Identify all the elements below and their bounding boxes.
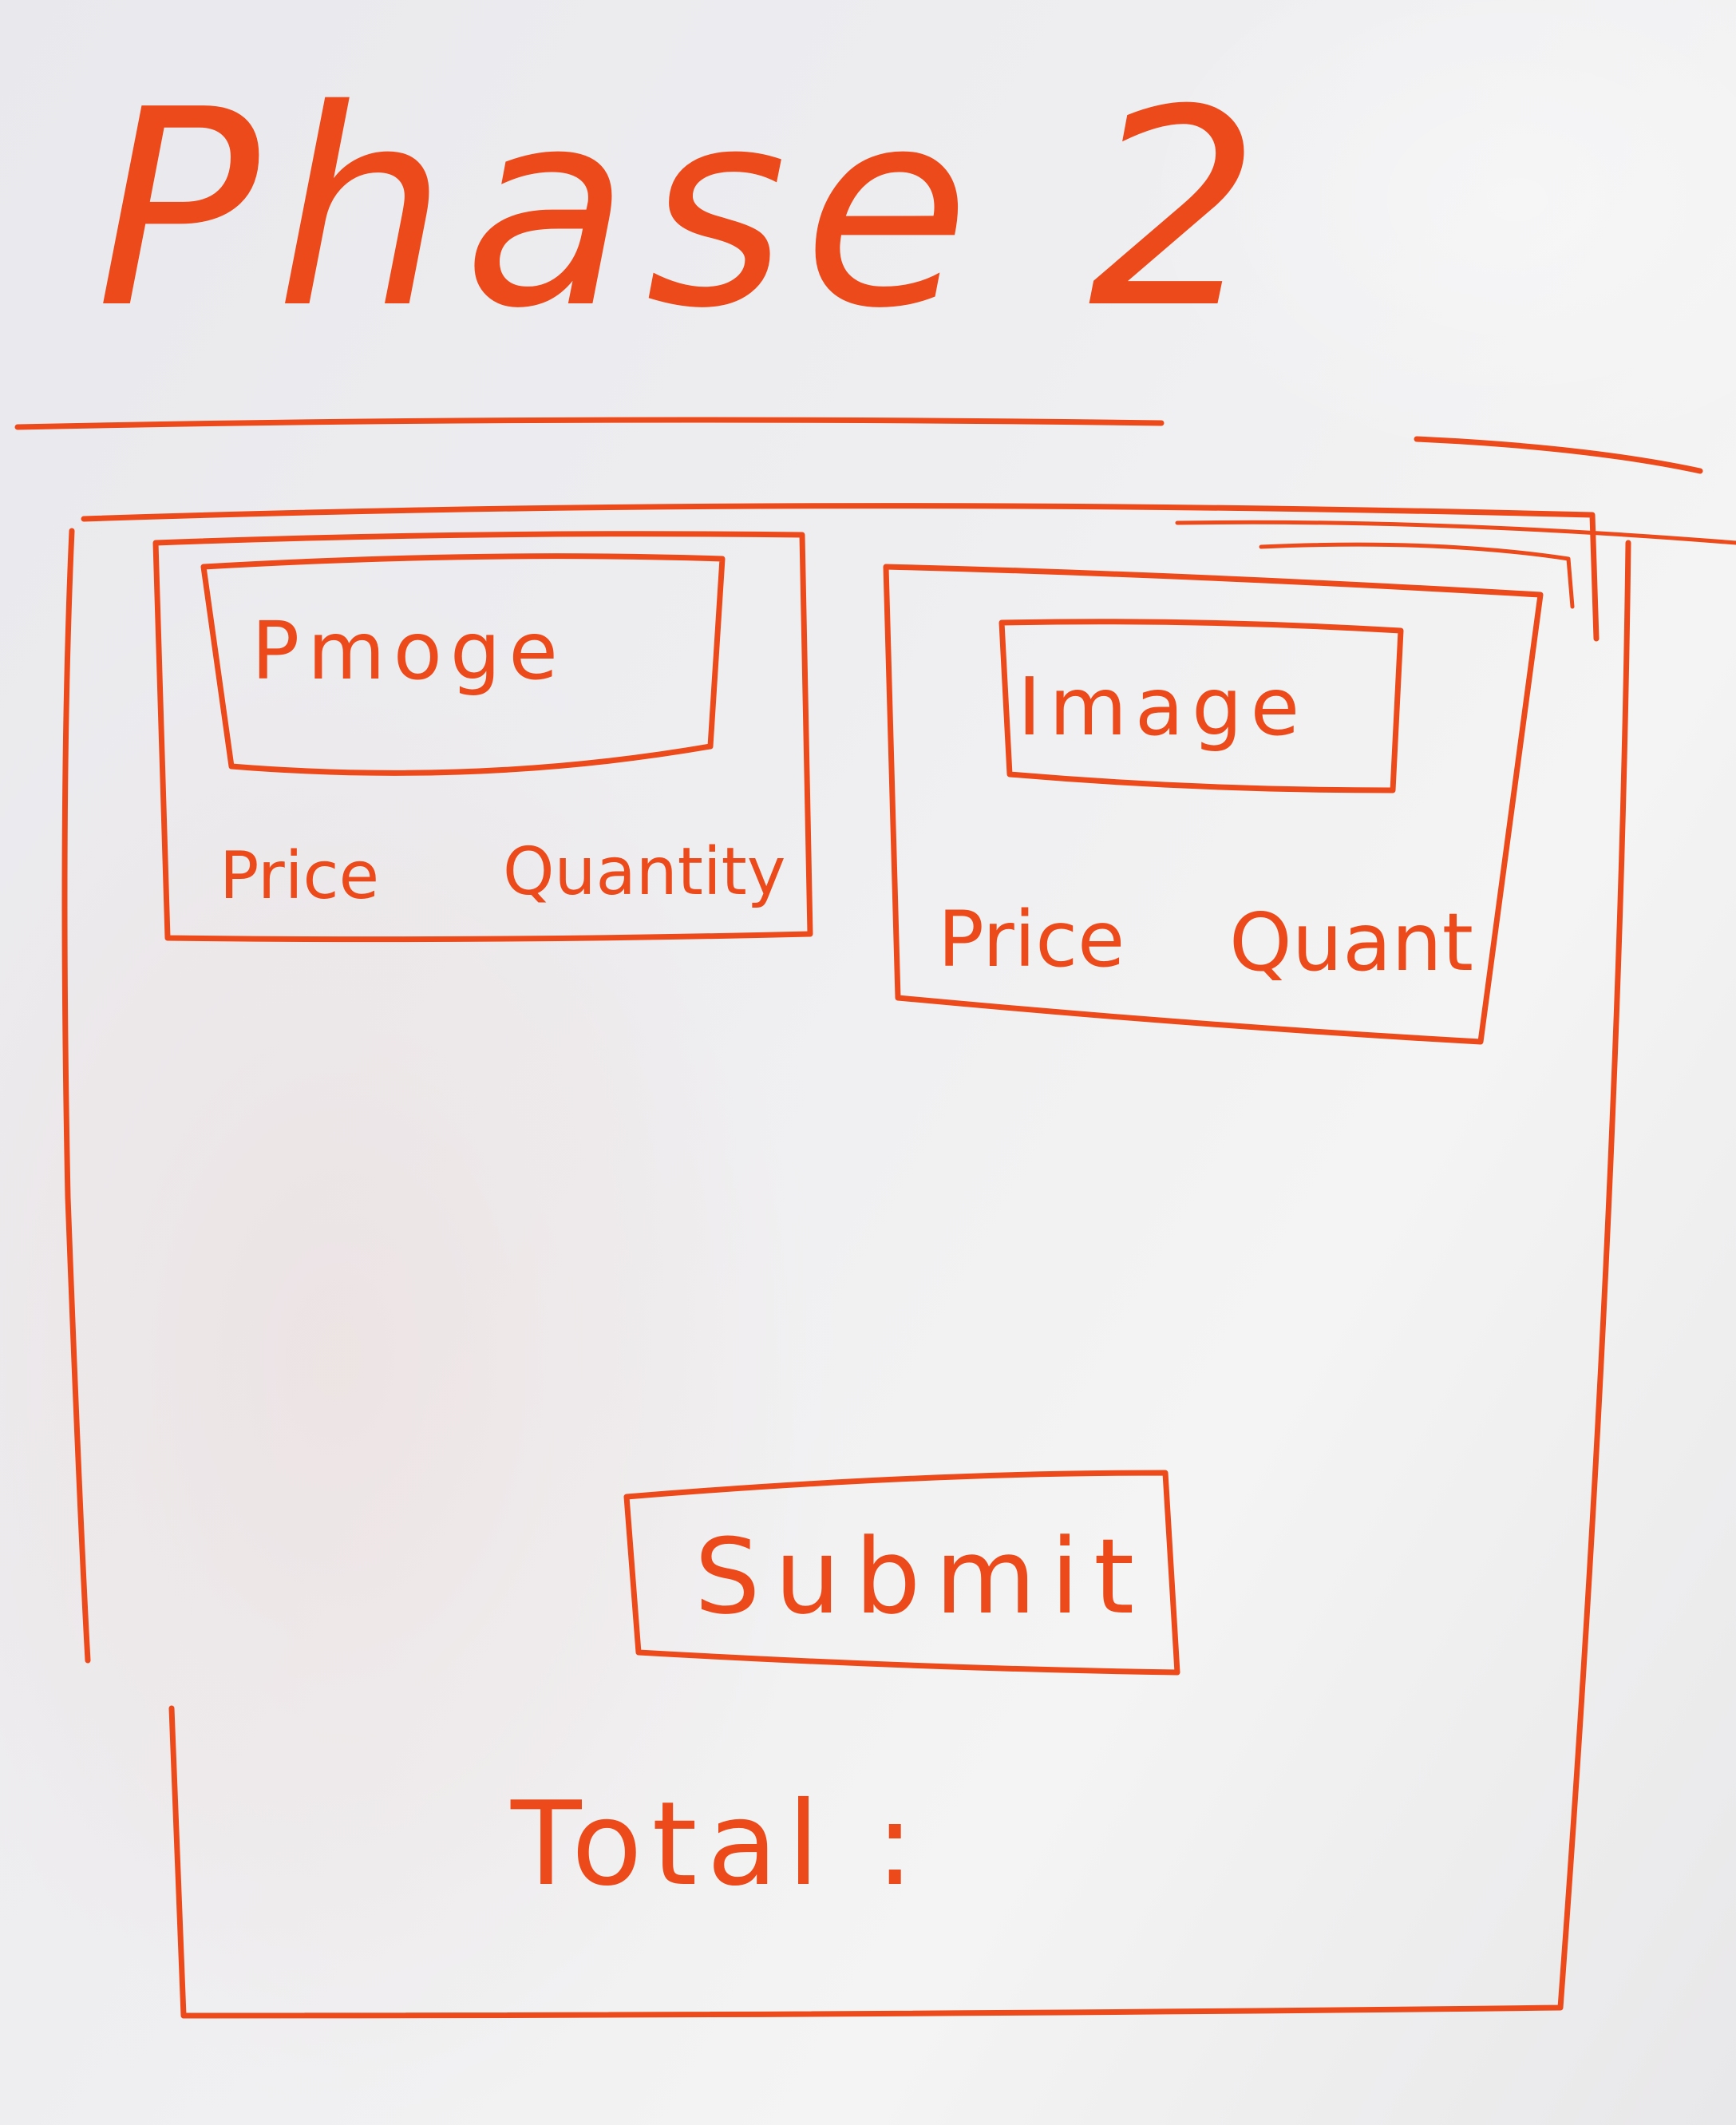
header-divider-right — [1414, 436, 1703, 474]
image-label-1: Pmoge — [251, 604, 566, 698]
quantity-label-1: Quantity — [503, 834, 785, 910]
price-label-1: Price — [219, 838, 379, 914]
total-label: Total : — [510, 1777, 924, 1912]
quantity-label-2: Quant — [1229, 896, 1473, 989]
page-frame — [61, 503, 1631, 2019]
submit-button-border — [623, 1470, 1180, 1676]
image-box-1 — [200, 553, 726, 776]
page-title: Phase 2 — [96, 52, 1277, 368]
submit-button[interactable]: Submit — [623, 1470, 1180, 1676]
header-divider — [14, 417, 1165, 430]
product-card-2 — [883, 564, 1544, 1045]
submit-button-label: Submit — [694, 1516, 1149, 1637]
image-box-2 — [998, 619, 1404, 793]
page-frame-echo — [1175, 520, 1736, 609]
product-card-1 — [152, 531, 813, 943]
price-label-2: Price — [938, 895, 1125, 984]
image-label-2: Image — [1018, 660, 1307, 754]
